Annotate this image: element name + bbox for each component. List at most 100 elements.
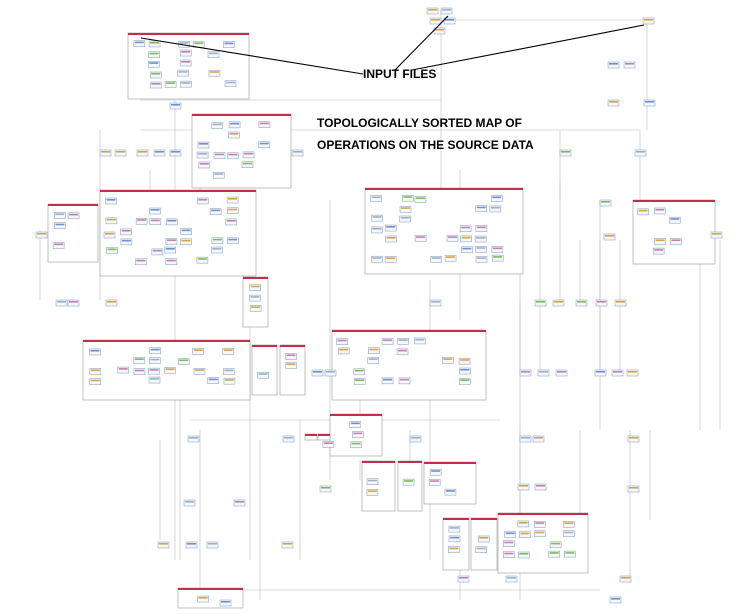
operation-node (153, 149, 166, 157)
node-accent (477, 257, 487, 259)
operation-node (505, 575, 518, 583)
node-accent (152, 249, 162, 252)
node-box (219, 599, 232, 607)
node-accent (519, 485, 528, 487)
operation-node (223, 377, 236, 385)
operation-node (198, 161, 211, 169)
node-box (150, 81, 162, 89)
node-accent (476, 206, 486, 209)
operation-node (627, 435, 640, 443)
node-accent (371, 196, 381, 199)
operation-node (149, 357, 161, 365)
operation-node (669, 216, 681, 224)
node-accent (90, 369, 100, 372)
operation-node (619, 575, 632, 583)
node-box (164, 246, 176, 254)
node-accent (230, 122, 240, 125)
node-accent (197, 258, 207, 260)
node-box (223, 377, 236, 385)
node-box (446, 235, 459, 242)
group-header (424, 462, 476, 464)
node-accent (150, 348, 160, 351)
node-box (402, 194, 414, 202)
node-accent (151, 72, 161, 75)
node-box (426, 7, 439, 15)
node-box (607, 99, 620, 107)
operation-node (381, 338, 394, 345)
node-box (563, 530, 575, 537)
node-box (179, 59, 192, 67)
operation-node (710, 231, 723, 239)
operation-node (180, 228, 192, 235)
node-accent (229, 132, 239, 135)
node-box (504, 531, 516, 538)
node-accent (636, 151, 645, 153)
operation-node (366, 478, 379, 485)
node-accent (209, 71, 219, 73)
operation-node (440, 7, 453, 15)
node-accent (198, 198, 208, 201)
operation-node (534, 521, 546, 528)
node-accent (504, 541, 514, 544)
node-accent (521, 437, 530, 439)
node-box (105, 217, 118, 225)
node-box (642, 17, 655, 25)
operation-node (519, 435, 532, 443)
node-box (148, 40, 161, 48)
node-box (595, 299, 608, 307)
node-accent (447, 236, 457, 238)
node-accent (209, 52, 219, 55)
node-accent (259, 122, 269, 125)
node-accent (428, 9, 437, 11)
operation-node (227, 237, 239, 245)
node-accent (134, 369, 144, 372)
operation-node (414, 196, 427, 203)
node-box (381, 338, 394, 345)
group-header (471, 518, 497, 520)
node-accent (69, 301, 78, 303)
operation-node (429, 468, 442, 476)
operation-group (442, 517, 470, 571)
operation-node (148, 51, 160, 59)
operation-node (603, 233, 616, 241)
node-accent (214, 173, 224, 175)
node-accent (244, 152, 254, 155)
node-accent (258, 373, 268, 375)
node-box (559, 149, 572, 157)
node-accent (116, 151, 125, 153)
node-box (384, 256, 397, 263)
node-box (103, 231, 116, 239)
operation-node (402, 194, 414, 202)
node-box (474, 235, 487, 243)
node-box (196, 197, 209, 205)
operation-node (428, 479, 441, 486)
node-box (352, 431, 364, 438)
node-accent (121, 239, 131, 242)
node-box (177, 69, 189, 77)
node-box (461, 246, 473, 254)
node-accent (150, 219, 160, 222)
node-box (242, 151, 255, 159)
node-accent (400, 216, 410, 219)
node-accent (596, 371, 605, 373)
node-box (399, 215, 411, 223)
node-box (225, 218, 237, 226)
operation-node (179, 59, 192, 67)
node-accent (185, 501, 194, 503)
operation-node (458, 357, 471, 365)
node-accent (386, 236, 396, 239)
operation-node (475, 256, 488, 263)
node-box (457, 575, 470, 583)
group-header (633, 200, 715, 202)
operation-group (331, 329, 487, 401)
operation-node (207, 377, 219, 384)
node-accent (460, 359, 470, 361)
group-header (192, 114, 291, 116)
node-box (489, 205, 502, 213)
operation-node (504, 531, 516, 538)
operation-node (337, 347, 350, 355)
node-accent (226, 219, 236, 222)
operation-nodes (35, 7, 723, 607)
operation-node (106, 247, 118, 254)
operation-node (575, 299, 588, 307)
